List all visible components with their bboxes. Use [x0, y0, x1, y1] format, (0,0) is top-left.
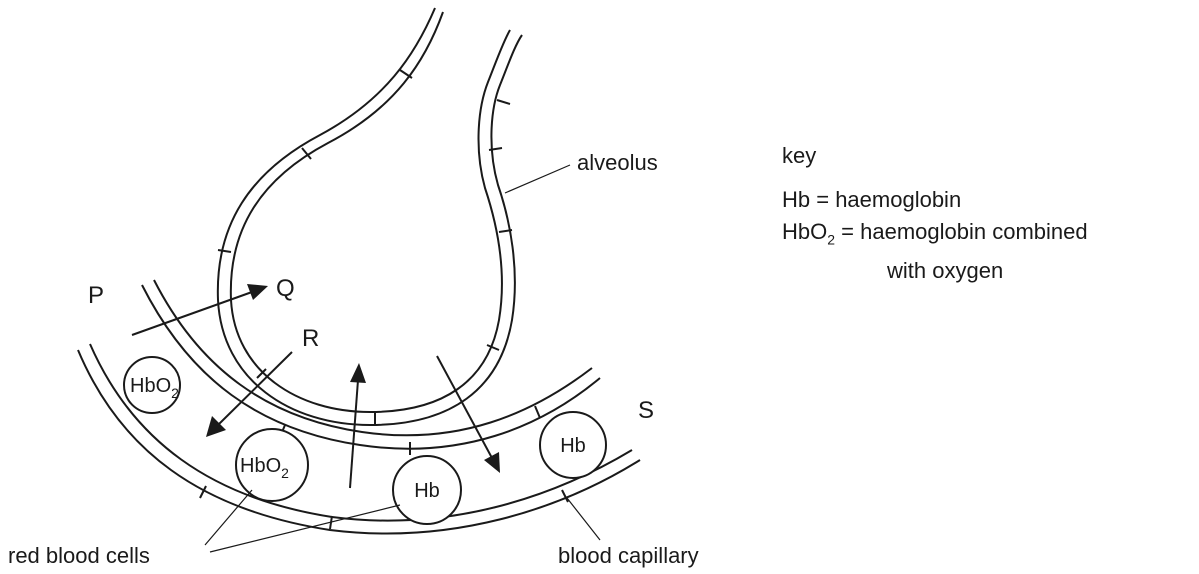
leader-alveolus — [505, 165, 570, 193]
key-hbo2-prefix: HbO — [782, 219, 827, 244]
cell-hbo2-1-main: HbO — [130, 375, 171, 397]
cell-hb-1-label: Hb — [414, 480, 440, 502]
label-red-blood-cells: red blood cells — [8, 543, 150, 568]
label-q: Q — [276, 275, 295, 302]
cell-hbo2-1: HbO2 — [124, 357, 180, 413]
key-hb: Hb = haemoglobin — [782, 184, 1088, 216]
arrow-r — [206, 352, 292, 437]
arrow-p-to-q — [132, 284, 268, 335]
key-hbo2-cont: with oxygen — [782, 255, 1088, 287]
cell-hbo2-1-sub: 2 — [171, 385, 179, 401]
cell-hb-1: Hb — [393, 456, 461, 524]
key-hbo2-def: = haemoglobin combined — [835, 219, 1088, 244]
leader-capillary — [567, 498, 600, 540]
label-p: P — [88, 282, 104, 309]
label-blood-capillary: blood capillary — [558, 543, 699, 568]
cell-hb-2-label: Hb — [560, 435, 586, 457]
alveolus-wall — [218, 8, 522, 425]
key-legend: key Hb = haemoglobin HbO2 = haemoglobin … — [782, 140, 1088, 287]
cell-hb-2: Hb — [540, 412, 606, 478]
key-hbo2: HbO2 = haemoglobin combined — [782, 216, 1088, 255]
label-s: S — [638, 397, 654, 424]
cell-hbo2-2-sub: 2 — [281, 465, 289, 481]
label-r: R — [302, 325, 319, 352]
cell-hbo2-2: HbO2 — [236, 429, 308, 501]
leader-rbc-1 — [205, 490, 252, 545]
label-alveolus: alveolus — [577, 150, 658, 175]
key-title: key — [782, 140, 1088, 172]
cell-hbo2-2-main: HbO — [240, 455, 281, 477]
key-hbo2-sub: 2 — [827, 231, 835, 247]
